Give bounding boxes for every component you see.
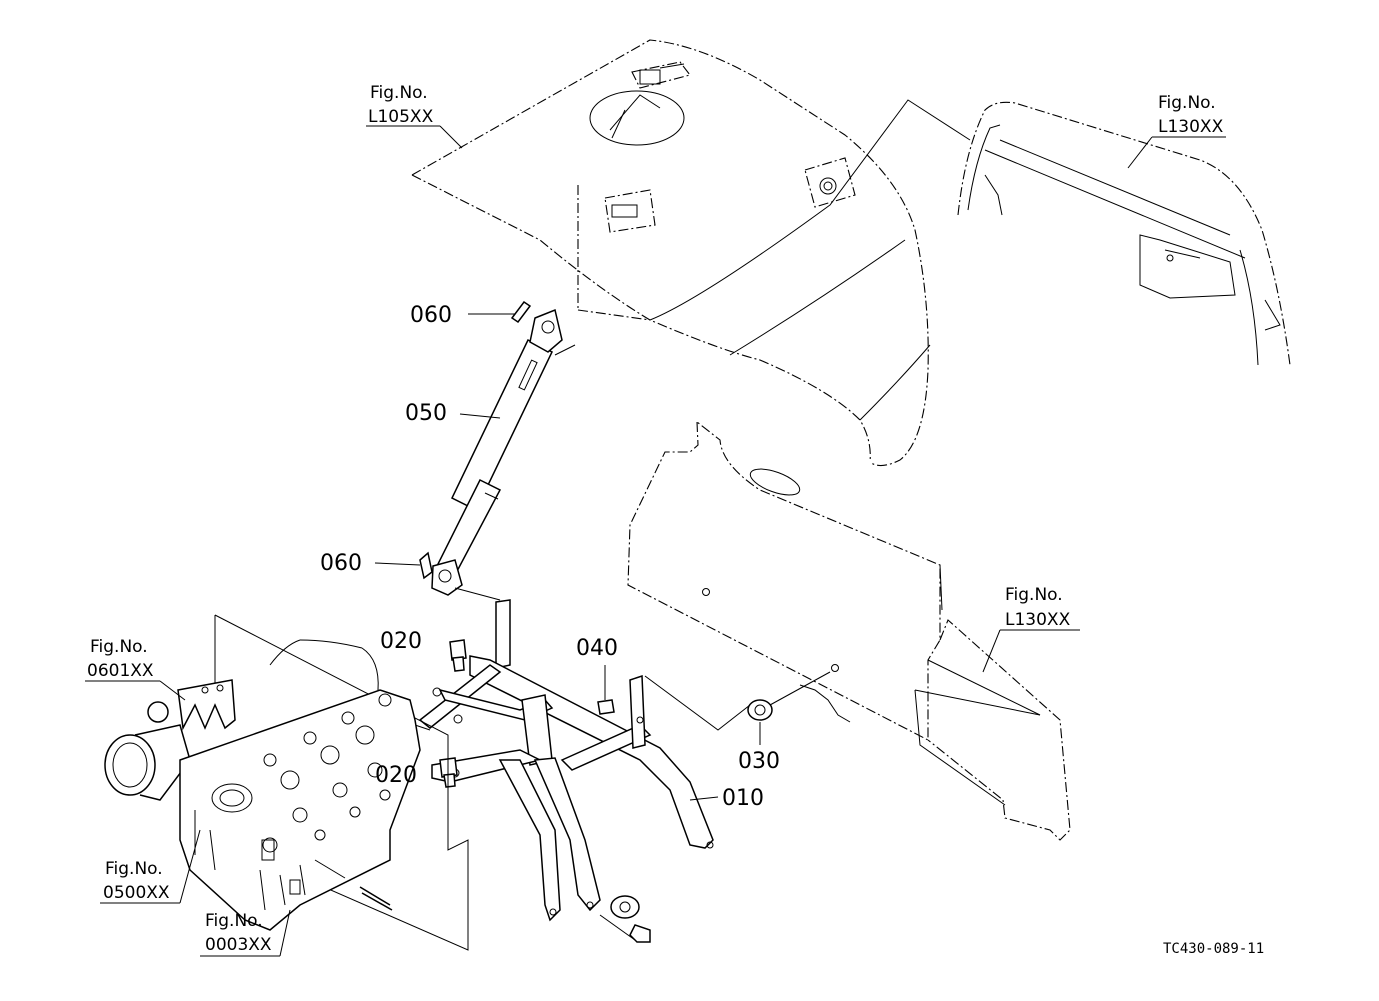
figure-ref-0500: Fig.No. 0500XX bbox=[100, 829, 201, 904]
figure-ref-l130-top-line2: L130XX bbox=[1158, 117, 1224, 137]
figure-ref-0601: Fig.No. 0601XX bbox=[85, 637, 186, 701]
bolt-020-bottom bbox=[439, 757, 458, 788]
callout-030: 030 bbox=[738, 722, 780, 774]
part-label-010: 010 bbox=[722, 786, 764, 811]
figure-ref-l130-mid: Fig.No. L130XX bbox=[982, 585, 1080, 673]
pin-060-top bbox=[510, 300, 532, 324]
part-label-060-top: 060 bbox=[410, 303, 452, 328]
figure-ref-l130-mid-line2: L130XX bbox=[1005, 610, 1071, 630]
figure-ref-0003-line2: 0003XX bbox=[205, 935, 272, 955]
nut-030 bbox=[747, 699, 773, 721]
intake-pipe bbox=[104, 701, 191, 801]
callout-020-top: 020 bbox=[380, 629, 422, 654]
front-grille-top bbox=[957, 101, 1291, 366]
figure-ref-0500-line1: Fig.No. bbox=[105, 859, 163, 879]
bolt-040 bbox=[597, 699, 615, 715]
bolt-020-top bbox=[449, 639, 467, 672]
figure-ref-l130-top: Fig.No. L130XX bbox=[1127, 93, 1226, 169]
callout-040: 040 bbox=[576, 636, 618, 700]
hood-assembly bbox=[411, 39, 971, 467]
figure-ref-0500-line2: 0500XX bbox=[103, 883, 170, 903]
side-panel bbox=[627, 420, 1071, 841]
hood-latch-right bbox=[804, 157, 856, 208]
gas-spring bbox=[431, 308, 563, 596]
drawing-code: TC430-089-11 bbox=[1163, 941, 1264, 957]
figure-ref-0003: Fig.No. 0003XX bbox=[200, 909, 291, 957]
callout-050: 050 bbox=[405, 401, 501, 426]
figure-ref-l130-mid-line1: Fig.No. bbox=[1005, 585, 1063, 605]
hood-latch-left bbox=[604, 189, 656, 233]
engine-assembly bbox=[104, 614, 469, 951]
part-label-050: 050 bbox=[405, 401, 447, 426]
part-label-060-bottom: 060 bbox=[320, 551, 362, 576]
part-label-030: 030 bbox=[738, 749, 780, 774]
callout-010: 010 bbox=[689, 786, 764, 811]
callout-060-top: 060 bbox=[410, 303, 515, 328]
callout-060-bottom: 060 bbox=[320, 551, 421, 576]
figure-ref-l105-line1: Fig.No. bbox=[370, 83, 428, 103]
hood-latch-top bbox=[631, 61, 691, 89]
washer-nut-bottom bbox=[610, 895, 651, 943]
part-label-020-bottom: 020 bbox=[375, 763, 417, 788]
bracket-010 bbox=[418, 599, 714, 922]
figure-ref-0601-line1: Fig.No. bbox=[90, 637, 148, 657]
figure-ref-l130-top-line1: Fig.No. bbox=[1158, 93, 1216, 113]
callout-020-bottom: 020 bbox=[375, 763, 417, 788]
figure-ref-l105: Fig.No. L105XX bbox=[366, 83, 463, 149]
part-label-020-top: 020 bbox=[380, 629, 422, 654]
part-label-040: 040 bbox=[576, 636, 618, 661]
pin-060-bottom bbox=[419, 551, 433, 580]
figure-ref-0003-line1: Fig.No. bbox=[205, 911, 263, 931]
figure-ref-l105-line2: L105XX bbox=[368, 107, 434, 127]
figure-ref-0601-line2: 0601XX bbox=[87, 661, 154, 681]
